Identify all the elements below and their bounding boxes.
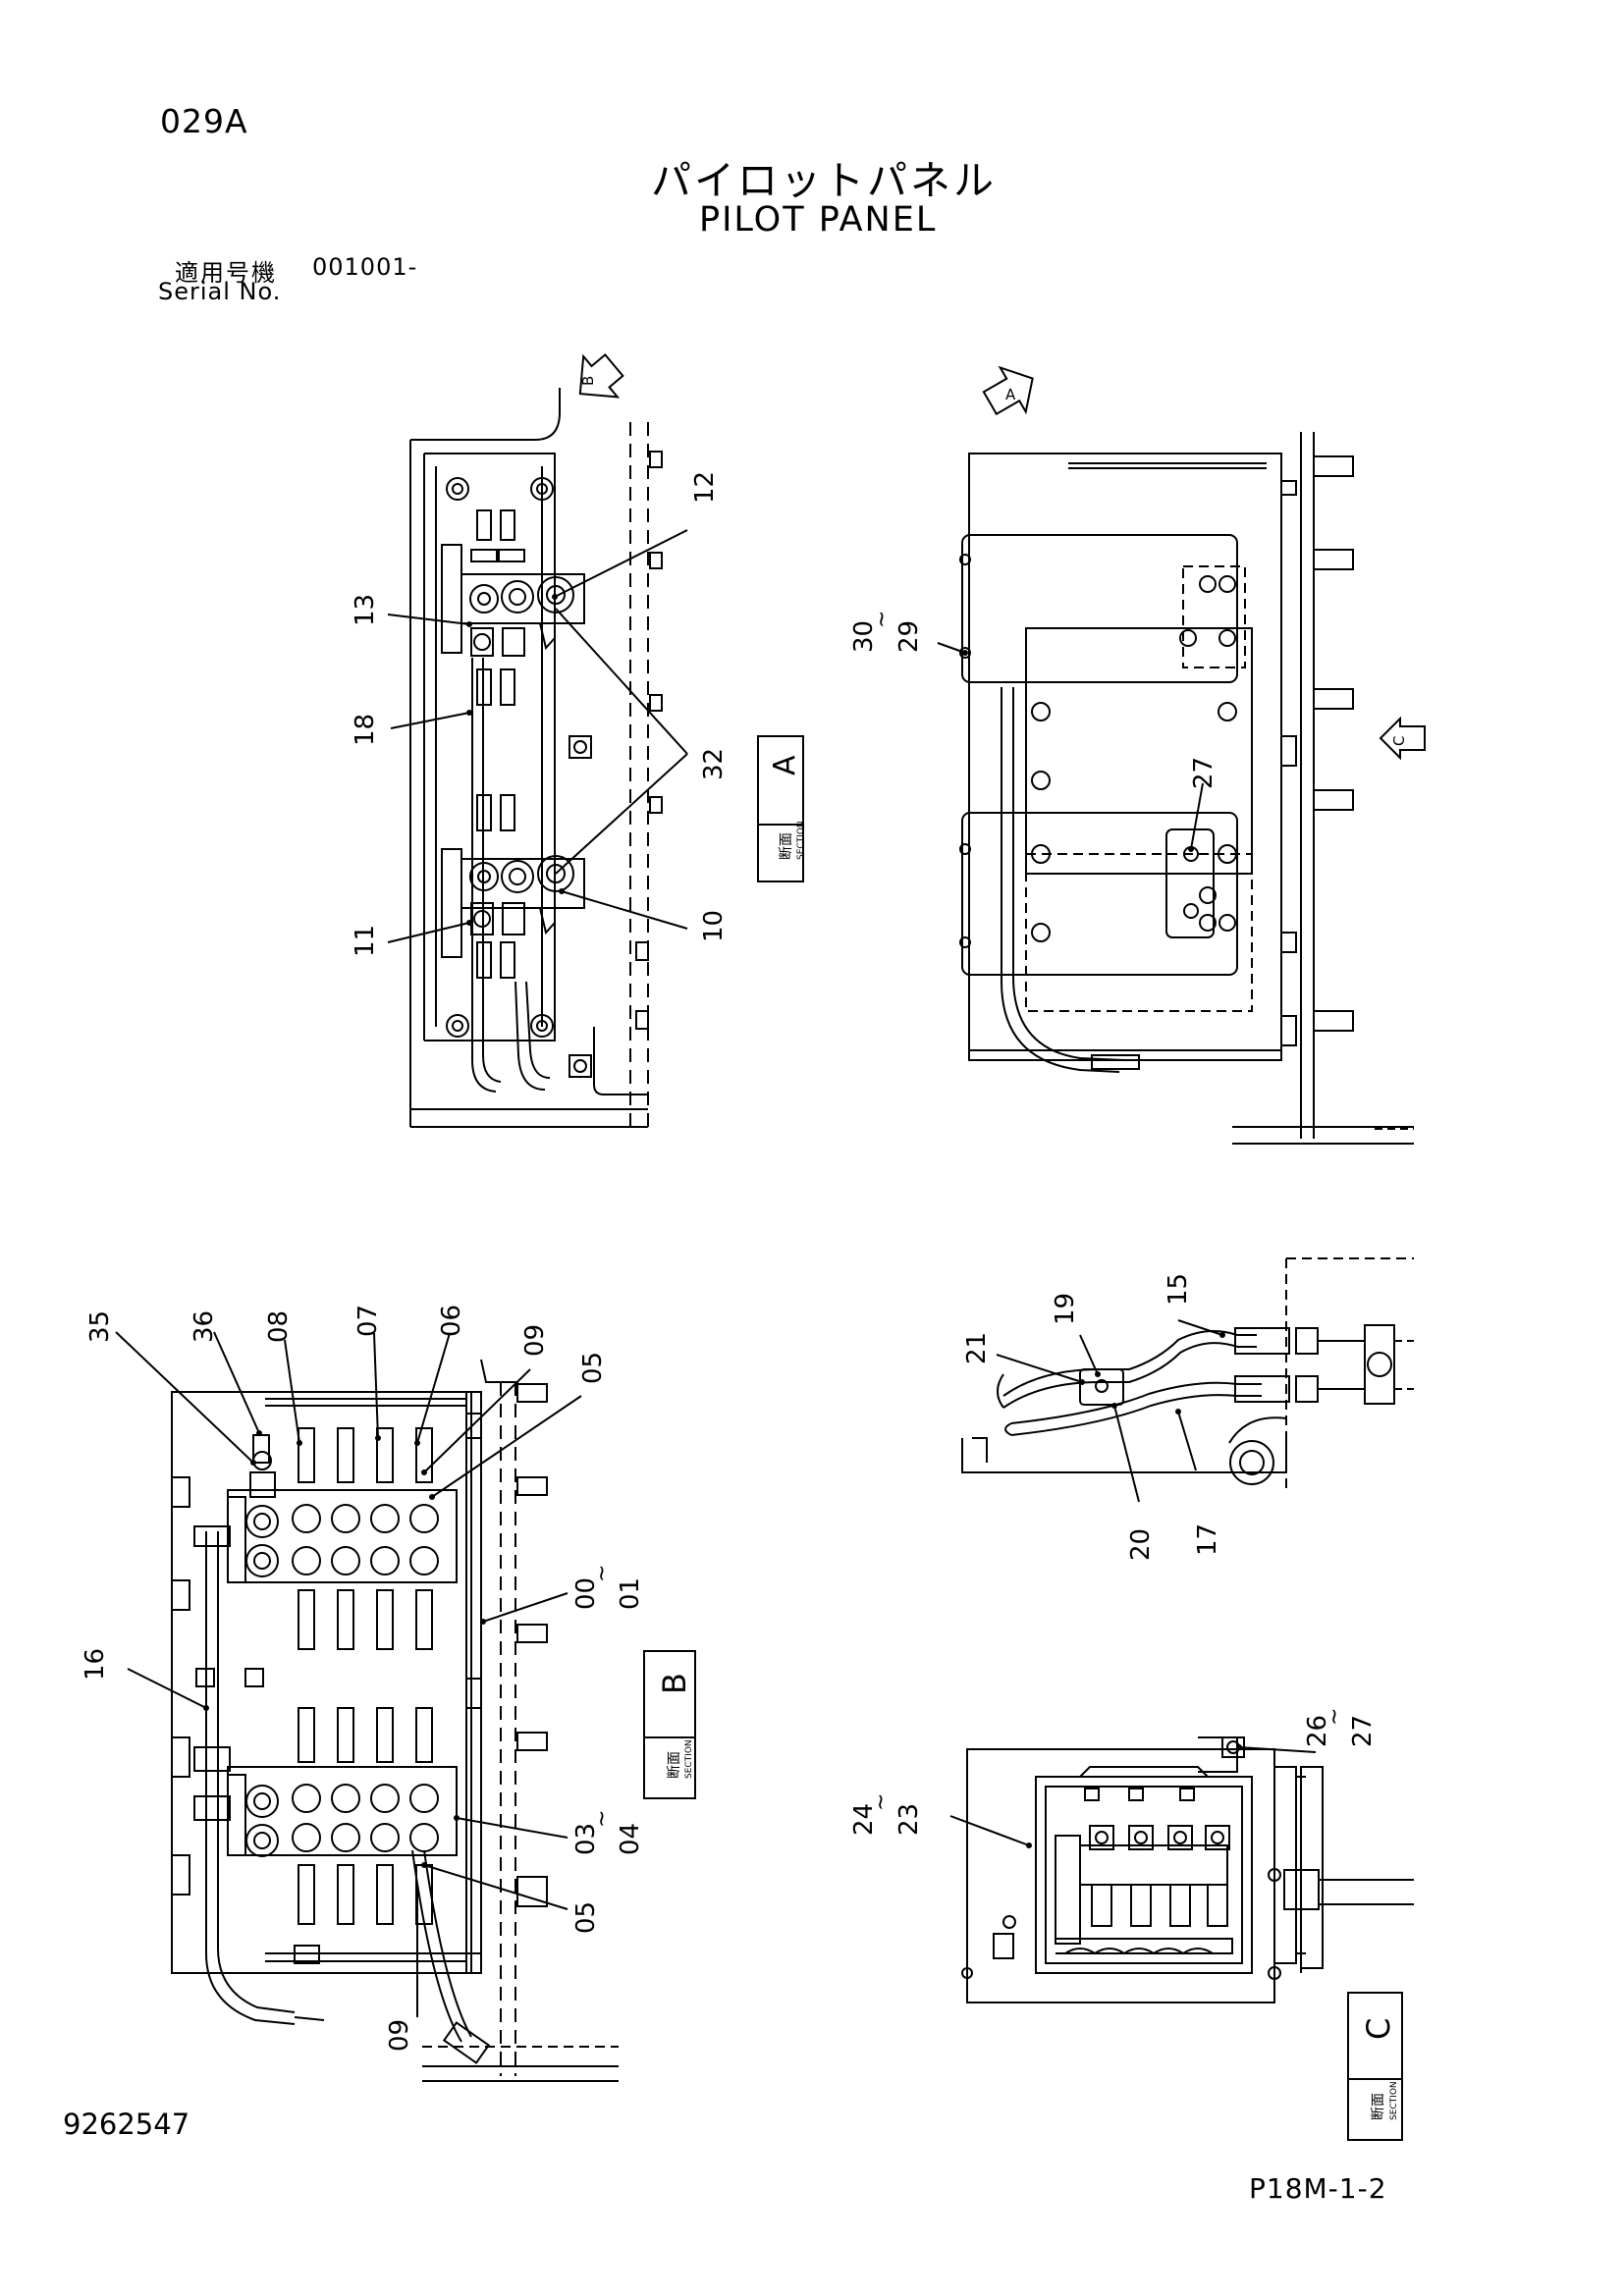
upper-fittings [298,1427,433,1650]
callout-00: 00 [571,1577,601,1610]
section-a-label: 断面 SECTION A [757,735,806,882]
callout-29: 29 [894,620,924,653]
page-title: PILOT PANEL [699,200,938,240]
callouts-manifold [115,1331,582,2017]
mounting-bolts [446,477,592,1078]
upper-valve-block [441,509,585,706]
callout-10: 10 [699,910,729,942]
callout-35: 35 [85,1310,115,1343]
svg-text:A: A [1005,386,1016,403]
callout-13: 13 [351,594,380,626]
callout-19: 19 [1051,1293,1080,1325]
callout-23: 23 [894,1803,924,1836]
callout-04: 04 [616,1823,645,1855]
view-side-panel: 30 ~ 29 27 A C [849,365,1426,1145]
callout-16: 16 [81,1648,110,1681]
callout-36: 36 [189,1310,219,1343]
svg-text:A: A [768,755,802,775]
serial-label-japanese: 適用号機 [175,259,277,287]
view-arrow-b: B [578,353,624,399]
callout-06: 06 [437,1305,466,1337]
view-hose-detail: 21 19 15 20 17 [961,1257,1414,1561]
lower-fittings [298,1707,433,1925]
callout-20: 20 [1126,1528,1156,1561]
section-c-label: 断面 SECTION C [1347,1992,1403,2141]
callout-09: 09 [520,1324,550,1357]
callout-09-lower: 09 [385,2019,414,2052]
callout-27-c: 27 [1348,1715,1378,1747]
view-front-panel: 12 13 18 32 11 10 B [351,353,729,1128]
callout-11: 11 [351,925,380,957]
callout-15: 15 [1164,1273,1193,1306]
svg-text:B: B [656,1673,693,1694]
lower-manifold [195,1668,458,1925]
svg-text:SECTION: SECTION [1389,2081,1399,2120]
callout-27: 27 [1189,757,1218,789]
svg-text:断面: 断面 [779,832,794,860]
side-rail-tabs [1280,455,1354,1046]
callout-05: 05 [578,1352,608,1384]
svg-text:SECTION: SECTION [796,821,806,860]
callout-26: 26 [1303,1715,1332,1747]
hose-connectors [1234,1324,1414,1405]
svg-text:断面: 断面 [1371,2093,1386,2120]
svg-text:断面: 断面 [667,1751,682,1779]
page-title-japanese: パイロットパネル [651,157,997,204]
callouts-front [387,529,688,943]
view-arrow-c: C [1379,716,1426,761]
callout-08: 08 [264,1310,294,1343]
catalog-code: 029A [160,102,248,140]
callout-05-lower: 05 [571,1901,601,1934]
callout-18: 18 [351,714,380,746]
callout-01: 01 [616,1577,645,1610]
svg-text:~: ~ [590,1565,615,1582]
pipe-18 [471,658,502,1093]
pipe-09 [411,1849,472,2043]
lower-valve-block [441,794,585,979]
callout-17: 17 [1193,1523,1222,1556]
pipe-16 [205,1531,296,2025]
view-arrow-a: A [982,365,1034,416]
callout-03: 03 [571,1823,601,1855]
pipe-side [1001,687,1125,1073]
svg-text:C: C [1360,2018,1397,2040]
callout-12: 12 [690,471,720,504]
serial-label: Serial No. [158,278,282,305]
callout-32: 32 [699,748,729,780]
callout-30: 30 [849,620,879,653]
document-number: 9262547 [63,2108,190,2141]
section-b-label: 断面 SECTION B [643,1650,696,1799]
svg-text:~: ~ [870,611,894,628]
svg-text:~: ~ [1323,1708,1347,1726]
upper-manifold [227,1427,458,1650]
side-panel-bolts [959,554,1237,948]
right-rail-tabs [635,451,663,1030]
page-reference: P18M-1-2 [1249,2172,1387,2205]
svg-text:B: B [579,376,597,386]
view-valve-manifold: 35 36 08 07 06 09 05 00 ~ 01 16 03 ~ 04 … [81,1305,645,2082]
callout-07: 07 [353,1305,383,1337]
svg-text:~: ~ [869,1793,893,1811]
callout-21: 21 [962,1332,992,1364]
callout-24: 24 [849,1803,879,1836]
svg-text:~: ~ [590,1810,615,1828]
svg-text:SECTION: SECTION [684,1739,694,1779]
section-c-valves [1055,1825,1233,1955]
hose-17 [1010,1381,1262,1424]
svg-text:C: C [1390,736,1408,746]
serial-number-value: 001001- [312,253,418,281]
view-section-c: 26 ~ 27 24 ~ 23 [849,1708,1414,2003]
hose-15 [1002,1330,1257,1397]
